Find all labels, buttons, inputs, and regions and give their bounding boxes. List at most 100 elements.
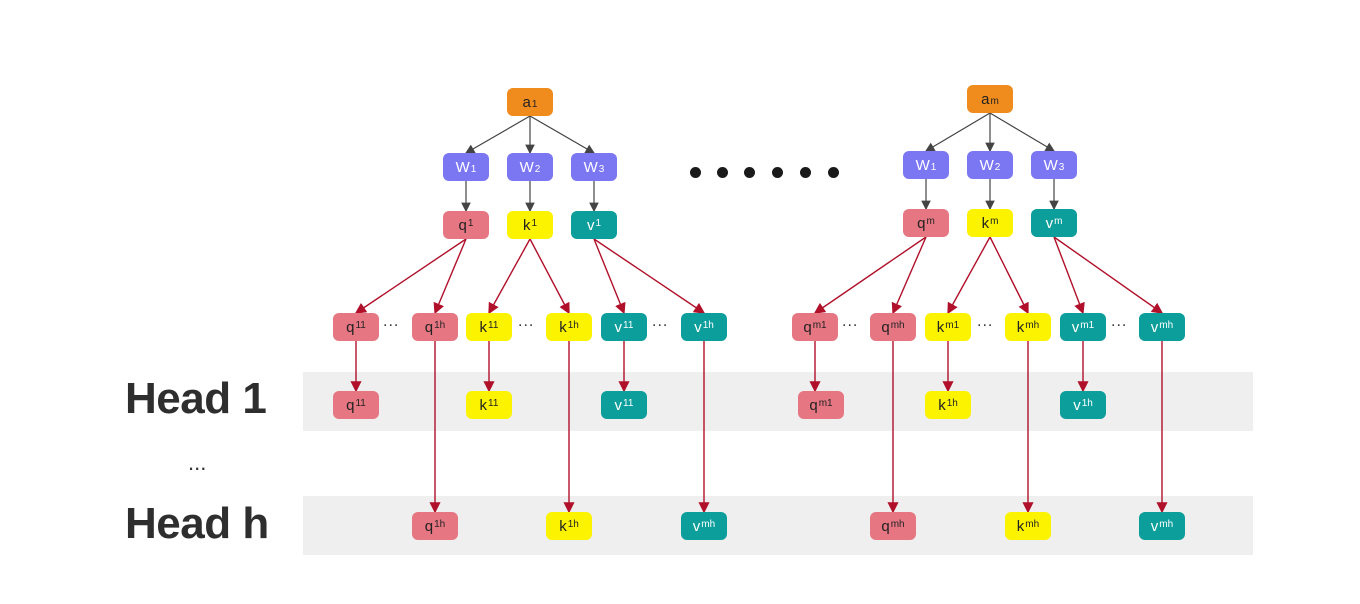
head1-node-k11-base: k <box>479 396 488 414</box>
ellipsis-dot-2 <box>717 167 728 178</box>
node-w2-right-base: W <box>979 156 994 174</box>
node-vm1-sup: m1 <box>1080 319 1095 331</box>
node-vm1-base: v <box>1071 318 1080 336</box>
node-v1h-sup: 1h <box>702 319 714 331</box>
node-vm-sup: m <box>1054 215 1063 227</box>
head-1-label: Head 1 <box>125 374 267 423</box>
node-a1-base: a <box>522 93 531 111</box>
arrow-km-km1 <box>947 236 991 315</box>
arrow-q1-q1h <box>433 238 467 315</box>
arrow-qm-qmh <box>891 236 927 315</box>
node-w1-left-sub: 1 <box>470 163 477 175</box>
node-v1-base: v <box>586 216 595 234</box>
node-qm-sup: m <box>926 215 935 227</box>
headh-node-q1h-base: q <box>424 517 434 535</box>
node-km-sup: m <box>990 215 999 227</box>
head1-node-k11-sup: 11 <box>488 397 499 409</box>
node-k1h-sup: 1h <box>567 319 579 331</box>
head1-node-k1h-base: k <box>938 396 946 414</box>
node-q11-sup: 11 <box>355 319 366 331</box>
node-w1-right-sub: 1 <box>930 161 937 173</box>
headh-node-kmh-sup: mh <box>1025 518 1040 530</box>
head-h-band <box>303 496 1253 555</box>
head1-node-k1h-sup: 1h <box>946 397 958 409</box>
node-w1-left-base: W <box>455 158 470 176</box>
head1-node-qm1-base: q <box>809 396 818 414</box>
node-am-base: a <box>981 90 990 108</box>
ellipsis-dot-4 <box>772 167 783 178</box>
node-w3-left-sub: 3 <box>598 163 605 175</box>
node-vm-base: v <box>1045 214 1054 232</box>
ellipsis-dot-6 <box>828 167 839 178</box>
arrow-qm-qm1 <box>813 236 927 314</box>
node-w2-right-sub: 2 <box>994 161 1001 173</box>
ellipsis-dot-3 <box>744 167 755 178</box>
node-v1-sup: 1 <box>595 217 602 229</box>
node-k1h-base: k <box>559 318 567 336</box>
split-dots-q-right: ... <box>842 313 859 330</box>
head1-node-v1h-base: v <box>1073 396 1081 414</box>
node-q1h-base: q <box>424 318 434 336</box>
split-dots-q-left: ... <box>383 313 400 330</box>
node-q1h-sup: 1h <box>434 319 446 331</box>
node-k1-sup: 1 <box>531 217 538 229</box>
node-vmh-sup: mh <box>1159 319 1174 331</box>
arrow-am-w3-right <box>989 112 1056 152</box>
node-vmh-base: v <box>1150 318 1159 336</box>
split-dots-k-left: ... <box>518 313 535 330</box>
arrow-k1-k1h <box>529 238 570 315</box>
node-q1-base: q <box>458 216 467 234</box>
head1-node-v11-sup: 11 <box>623 397 634 409</box>
node-w2-left-base: W <box>519 158 534 176</box>
node-qm-base: q <box>917 214 926 232</box>
node-q1-sup: 1 <box>467 217 474 229</box>
node-qmh-sup: mh <box>890 319 905 331</box>
node-w3-right-sub: 3 <box>1058 161 1065 173</box>
arrow-k1-k11 <box>488 238 531 315</box>
split-dots-v-left: ... <box>652 313 669 330</box>
headh-node-vmh-left-sup: mh <box>701 518 716 530</box>
arrow-v1-v1h <box>593 238 706 314</box>
node-am-sub: m <box>990 95 999 107</box>
node-km1-sup: m1 <box>945 319 960 331</box>
headh-node-k1h-base: k <box>559 517 567 535</box>
node-km1-base: k <box>936 318 945 336</box>
split-dots-v-right: ... <box>1111 313 1128 330</box>
node-v11-sup: 11 <box>623 319 634 331</box>
arrow-v1-v11 <box>593 238 626 315</box>
node-qm1-base: q <box>803 318 812 336</box>
heads-ellipsis: ... <box>188 450 207 475</box>
node-k11-sup: 11 <box>488 319 499 331</box>
node-a1-sub: 1 <box>531 98 538 110</box>
node-q11-base: q <box>346 318 355 336</box>
node-qmh-base: q <box>881 318 890 336</box>
head1-node-qm1-sup: m1 <box>818 397 833 409</box>
arrow-a1-w3-left <box>529 115 596 154</box>
head-h-label: Head h <box>125 499 269 548</box>
headh-node-kmh-base: k <box>1016 517 1025 535</box>
